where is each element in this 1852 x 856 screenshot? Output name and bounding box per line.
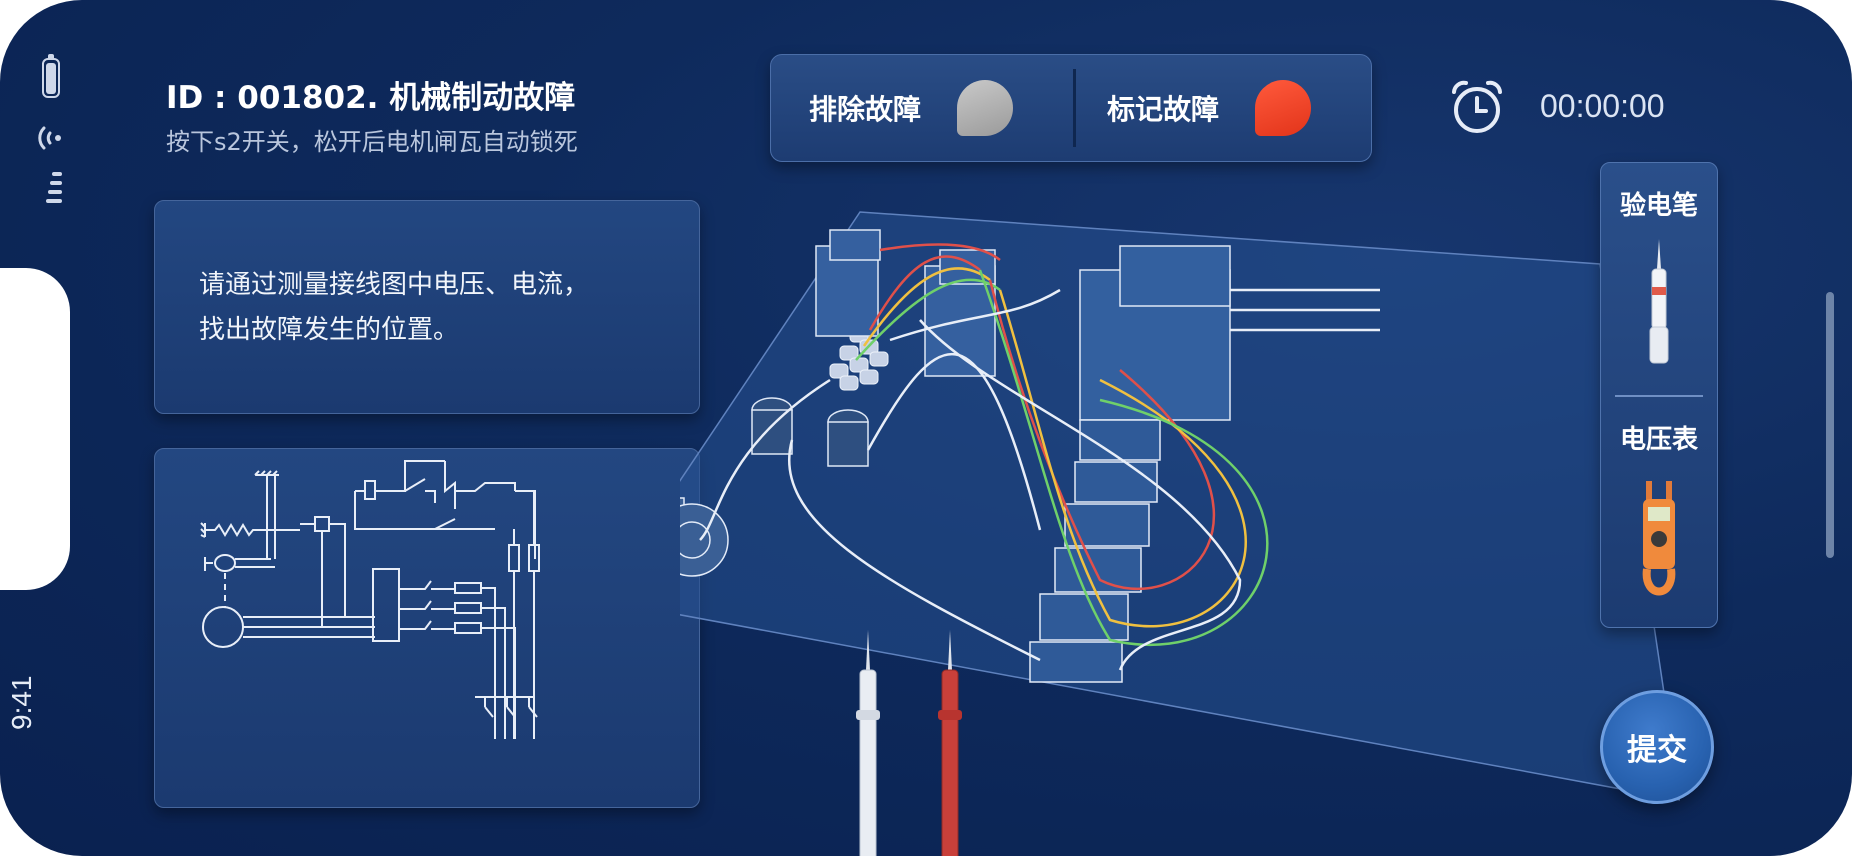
instruction-line-1: 请通过测量接线图中电压、电流， <box>199 270 590 300</box>
toolbar-divider <box>1073 69 1076 147</box>
wiring-board-3d[interactable] <box>680 200 1680 820</box>
cellular-signal-icon <box>46 172 62 203</box>
circuit-schematic <box>200 460 540 739</box>
battery-icon <box>42 54 60 98</box>
contactor-km1[interactable] <box>815 229 881 337</box>
tools-divider <box>1615 395 1703 397</box>
clamp-meter-icon[interactable] <box>1639 481 1679 611</box>
mark-fault-indicator-icon <box>1255 80 1312 136</box>
fault-action-toolbar: 排除故障 标记故障 <box>770 54 1372 162</box>
voltage-tester-pen-icon[interactable] <box>1635 239 1683 369</box>
clear-fault-button[interactable]: 排除故障 <box>809 55 1014 161</box>
task-subtitle: 按下s2开关，松开后电机闸瓦自动锁死 <box>166 128 578 156</box>
black-probe[interactable] <box>856 630 880 856</box>
measurement-tools-panel: 验电笔 电压表 <box>1600 162 1718 628</box>
push-button-s1[interactable] <box>751 397 793 455</box>
clear-fault-indicator-icon <box>957 80 1014 136</box>
clear-fault-label: 排除故障 <box>809 93 922 126</box>
device-notch <box>0 268 70 590</box>
mark-fault-label: 标记故障 <box>1107 93 1220 126</box>
task-title: ID : 001802. 机械制动故障 <box>166 80 576 116</box>
wiring <box>699 243 1380 671</box>
submit-button[interactable]: 提交 <box>1600 690 1714 804</box>
circuit-breaker[interactable] <box>1079 245 1231 421</box>
voltage-tester-label: 验电笔 <box>1619 191 1698 221</box>
push-button-s2[interactable] <box>827 409 869 467</box>
instruction-text: 请通过测量接线图中电压、电流， 找出故障发生的位置。 <box>199 263 669 353</box>
red-probe[interactable] <box>938 630 962 856</box>
wifi-icon <box>38 126 61 150</box>
instruction-line-2: 找出故障发生的位置。 <box>199 315 460 345</box>
motor[interactable] <box>680 497 729 577</box>
timer-display: 00:00:00 <box>1540 88 1665 124</box>
status-time: 9:41 <box>6 675 37 731</box>
instruction-panel: 请通过测量接线图中电压、电流， 找出故障发生的位置。 <box>154 200 700 414</box>
scrollbar[interactable] <box>1826 292 1834 558</box>
multimeter-test-probes[interactable] <box>846 630 986 856</box>
alarm-clock-icon <box>1452 80 1502 133</box>
circuit-schematic-panel[interactable] <box>154 448 700 808</box>
mark-fault-button[interactable]: 标记故障 <box>1107 55 1312 161</box>
voltmeter-label: 电压表 <box>1619 425 1698 455</box>
